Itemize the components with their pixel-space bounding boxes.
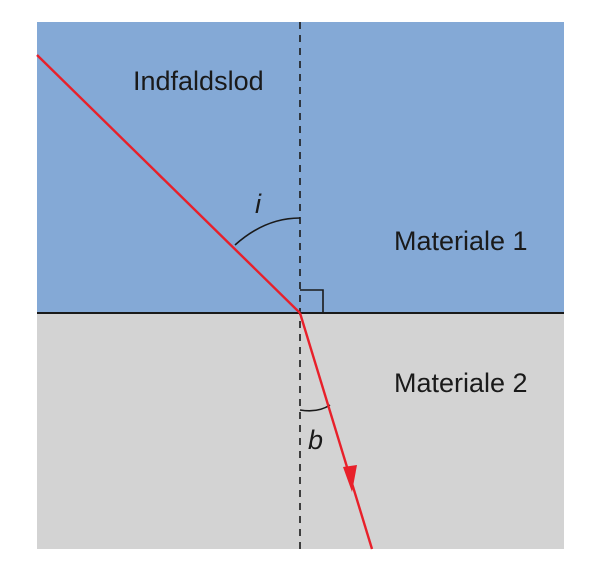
right-angle-marker: [300, 289, 324, 313]
medium-1-label: Materiale 1: [394, 226, 528, 256]
refracted-ray: [298, 312, 374, 550]
incident-ray-arrowhead: [146, 162, 164, 182]
incidence-angle-arc: [234, 217, 301, 246]
incidence-angle-label: i: [255, 189, 262, 219]
medium-2-label: Materiale 2: [394, 368, 528, 398]
refraction-angle-label: b: [308, 425, 323, 455]
normal-label: Indfaldslod: [133, 66, 264, 96]
refracted-ray-arrowhead: [343, 465, 357, 492]
incident-ray: [36, 54, 301, 314]
